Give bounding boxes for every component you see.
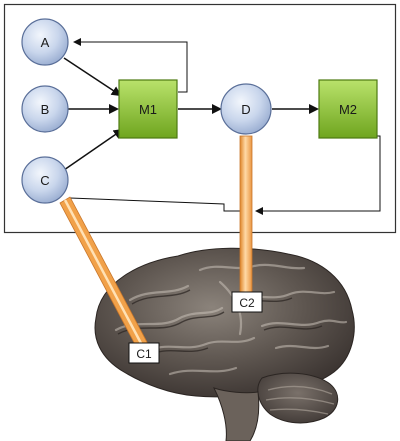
edge-c-m1 [63, 128, 124, 171]
callout-c1: C1 [128, 342, 160, 364]
module-m1-label: M1 [139, 102, 157, 117]
node-b-label: B [41, 102, 50, 117]
module-m2-label: M2 [339, 102, 357, 117]
edge-m1-a-feedback [73, 38, 188, 93]
node-a: A [21, 18, 69, 66]
node-a-label: A [41, 35, 50, 50]
node-d: D [220, 83, 272, 135]
module-m2: M2 [318, 79, 378, 139]
edge-a-m1 [63, 57, 122, 97]
brain-stem [213, 387, 260, 441]
node-c-label: C [40, 173, 49, 188]
brain-illustration [94, 247, 355, 441]
cerebellum-folds [265, 385, 335, 415]
brain-cerebrum [94, 247, 355, 398]
edge-m2-feedback [255, 135, 381, 215]
connections [63, 38, 381, 215]
node-c: C [21, 156, 69, 204]
edge-c-feedback [69, 197, 252, 212]
callout-c1-label: C1 [136, 347, 152, 361]
module-m1: M1 [118, 79, 178, 139]
tube-d-c2 [239, 135, 253, 294]
callout-c2: C2 [231, 291, 263, 313]
node-b: B [21, 85, 69, 133]
node-d-label: D [241, 102, 250, 117]
brain-folds [114, 263, 348, 376]
callout-c2-label: C2 [239, 296, 255, 310]
